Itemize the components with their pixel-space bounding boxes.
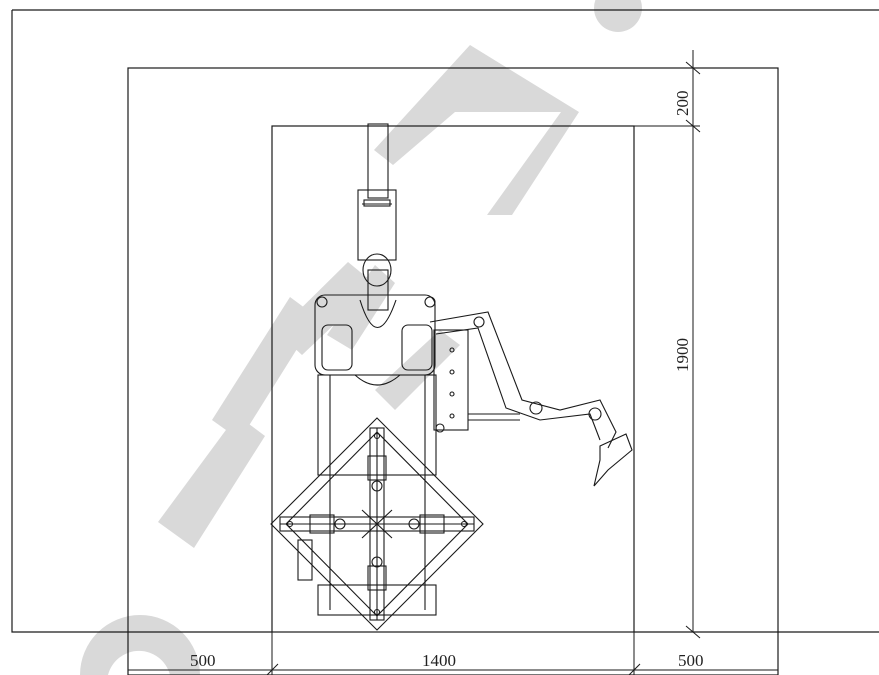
dimension-lines-right <box>634 50 701 639</box>
tyre-changer-machine <box>270 123 633 631</box>
dim-right-main: 1900 <box>673 338 692 372</box>
machine-footprint <box>271 125 635 633</box>
dim-right-top: 200 <box>673 91 692 117</box>
dimension-lines-bottom <box>128 632 778 675</box>
dim-bottom-right: 500 <box>678 651 704 670</box>
clearance-frame <box>127 67 779 675</box>
dim-bottom-middle: 1400 <box>422 651 456 670</box>
watermark-logo <box>80 0 642 675</box>
dim-bottom-left: 500 <box>190 651 216 670</box>
